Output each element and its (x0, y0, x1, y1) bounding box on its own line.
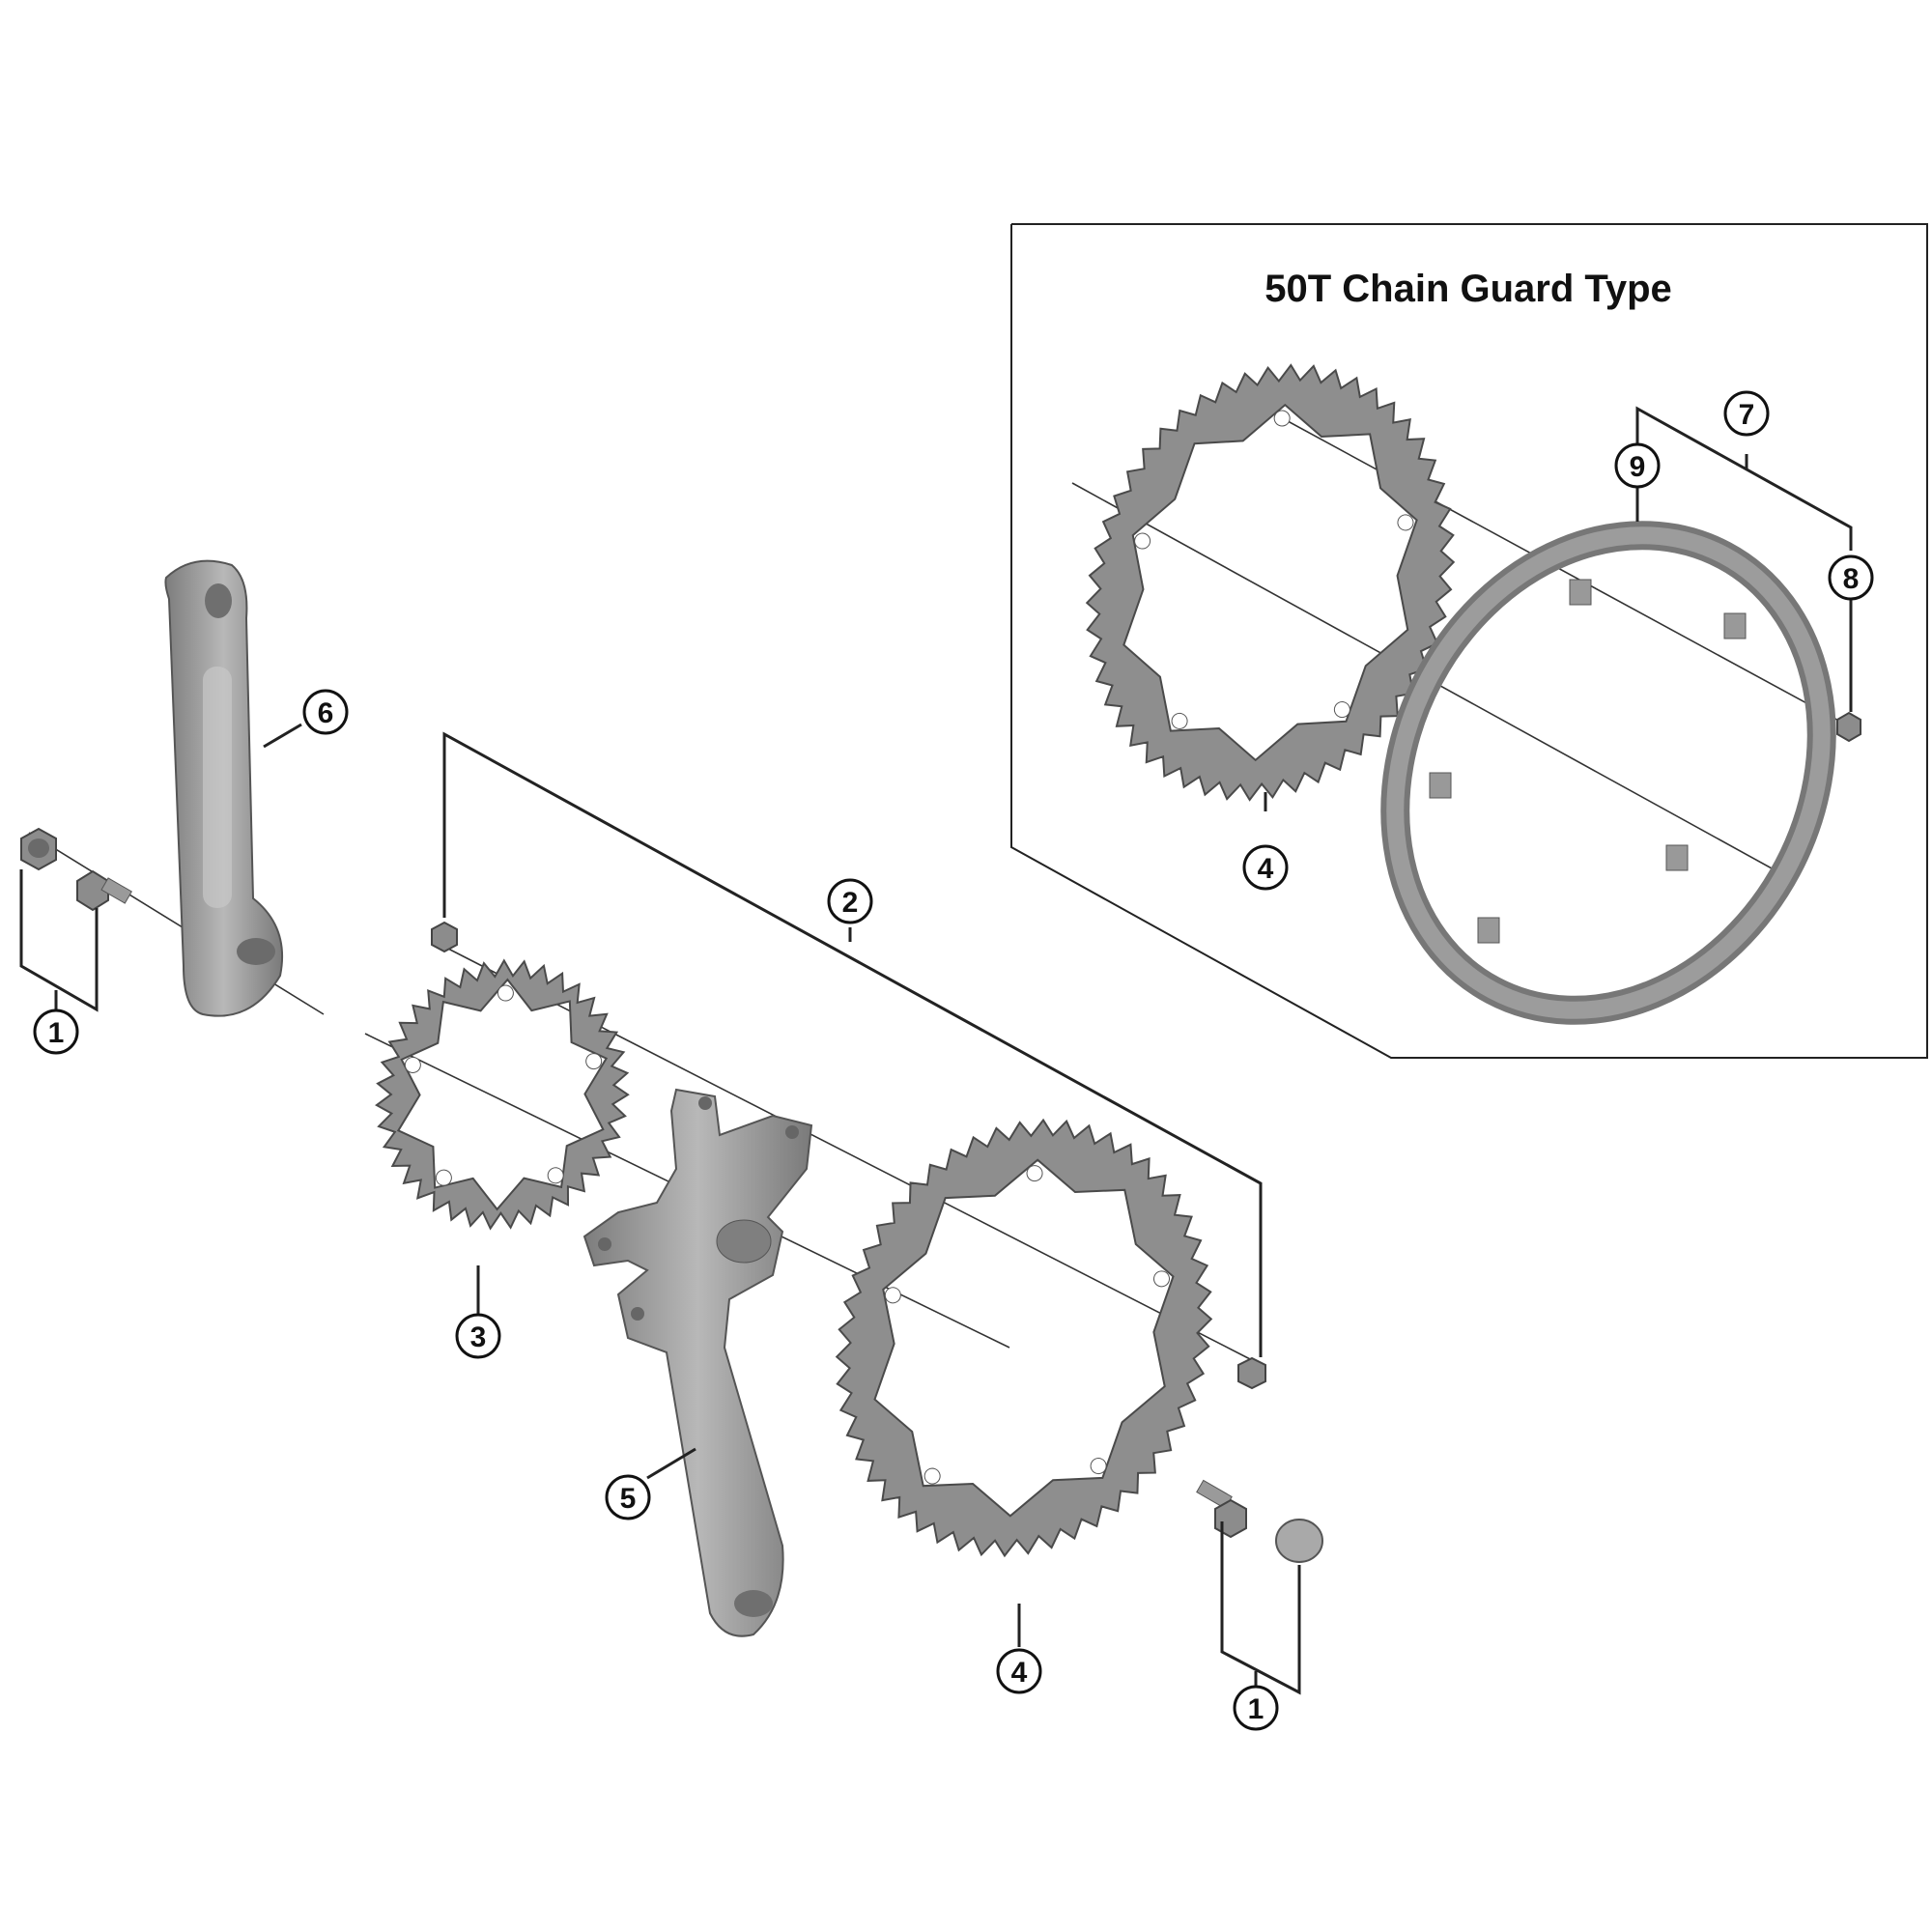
chain-guard-bolt (1836, 711, 1861, 743)
svg-text:4: 4 (1011, 1657, 1028, 1689)
callout-4-main: 4 (996, 1648, 1042, 1694)
callout-1-left: 1 (33, 1009, 79, 1055)
callout-6: 6 (302, 689, 349, 735)
svg-text:8: 8 (1843, 563, 1860, 595)
large-chainring-inset (1085, 363, 1456, 802)
inset-title: 50T Chain Guard Type (1264, 268, 1672, 310)
left-crank-arm (164, 559, 284, 1017)
callout-2: 2 (827, 878, 873, 924)
svg-text:7: 7 (1739, 399, 1755, 431)
chainring-bolt-lower (1237, 1356, 1266, 1390)
left-fixing-bolt (20, 827, 132, 912)
callout-4-inset: 4 (1242, 844, 1289, 891)
chainring-bolt-upper (431, 921, 458, 953)
callout-3: 3 (455, 1313, 501, 1359)
svg-text:5: 5 (620, 1483, 637, 1515)
svg-text:3: 3 (470, 1321, 487, 1353)
callout-5: 5 (605, 1474, 651, 1520)
svg-text:2: 2 (842, 887, 859, 919)
svg-text:1: 1 (48, 1017, 65, 1049)
callout-8: 8 (1828, 554, 1874, 601)
large-chainring-main (835, 1118, 1213, 1558)
leader-lines (19, 406, 1853, 1695)
callout-1-right: 1 (1233, 1685, 1279, 1731)
right-fixing-bolt (1196, 1479, 1323, 1563)
svg-text:1: 1 (1248, 1693, 1264, 1725)
chain-guard (1380, 521, 1836, 1025)
chain-guard-inset: 50T Chain Guard Type (1010, 223, 1928, 1059)
svg-text:6: 6 (318, 697, 334, 729)
small-chainring (375, 958, 630, 1231)
right-crank-arm (582, 1088, 813, 1637)
svg-text:9: 9 (1630, 451, 1646, 483)
callout-7: 7 (1723, 390, 1770, 437)
svg-text:4: 4 (1258, 853, 1274, 885)
callout-9: 9 (1614, 442, 1661, 489)
